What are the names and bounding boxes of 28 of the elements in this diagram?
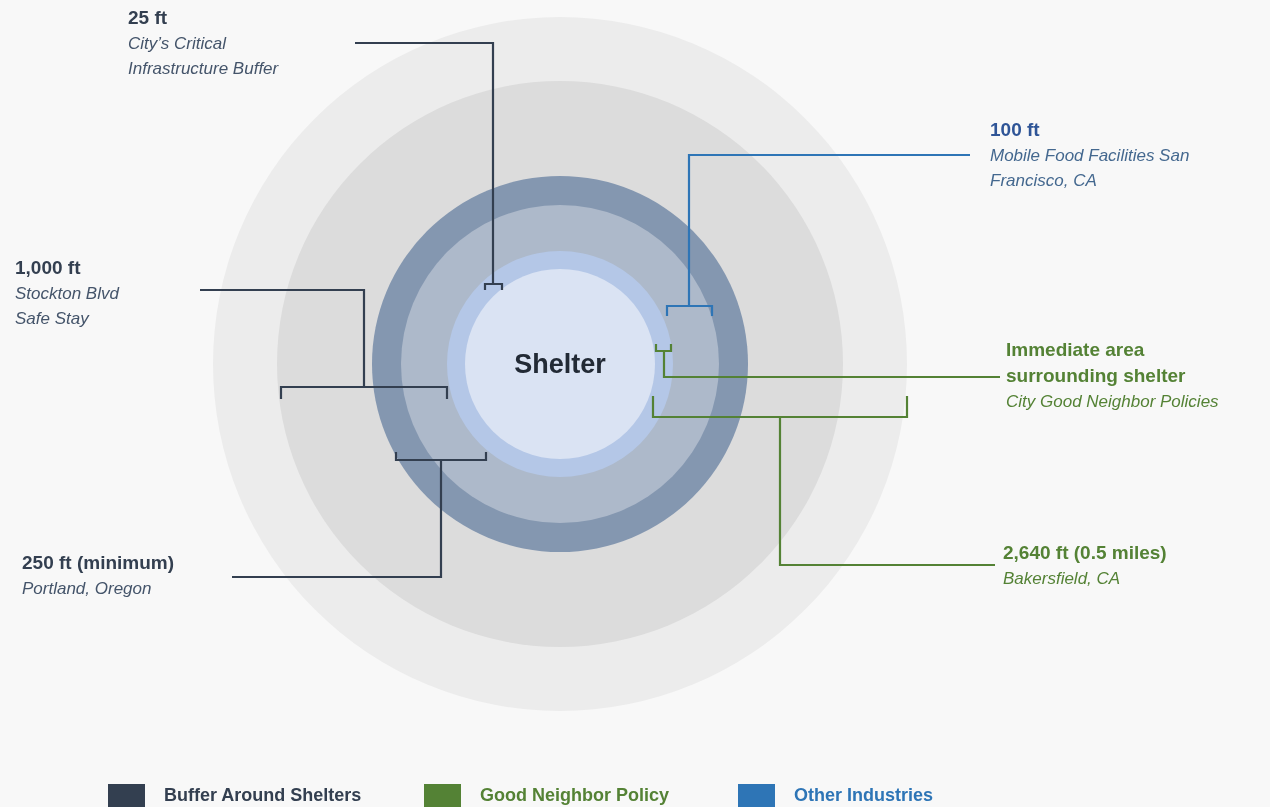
distance-heading: 100 ft (990, 118, 1041, 142)
policy-description: Stockton Blvd Safe Stay (15, 283, 121, 330)
bracket-mark (655, 344, 672, 352)
leader-line (232, 461, 443, 579)
legend-label: Buffer Around Shelters (164, 785, 362, 806)
distance-heading: 1,000 ft (15, 256, 82, 280)
policy-description: City Good Neighbor Policies (1006, 391, 1220, 413)
bracket-mark (484, 283, 503, 290)
distance-heading: Immediate area surrounding shelter (1006, 338, 1187, 388)
leader-line (355, 41, 495, 283)
bracket-mark (652, 396, 908, 418)
distance-heading: 25 ft (128, 6, 169, 30)
leader-line (200, 288, 366, 386)
legend-label: Other Industries (794, 785, 934, 806)
legend-label: Good Neighbor Policy (480, 785, 669, 806)
policy-description: Mobile Food Facilities San Francisco, CA (990, 145, 1191, 192)
distance-heading: 2,640 ft (0.5 miles) (1003, 541, 1168, 565)
policy-description: Portland, Oregon (22, 578, 153, 600)
policy-description: City’s Critical Infrastructure Buffer (128, 33, 280, 80)
bracket-mark (395, 452, 487, 461)
bracket-mark (280, 386, 448, 399)
center-label: Shelter (514, 348, 606, 380)
leader-line (662, 352, 1000, 379)
leader-line (687, 153, 970, 305)
bracket-mark (666, 305, 713, 316)
leader-line (778, 418, 995, 567)
distance-heading: 250 ft (minimum) (22, 551, 176, 575)
policy-description: Bakersfield, CA (1003, 568, 1122, 590)
